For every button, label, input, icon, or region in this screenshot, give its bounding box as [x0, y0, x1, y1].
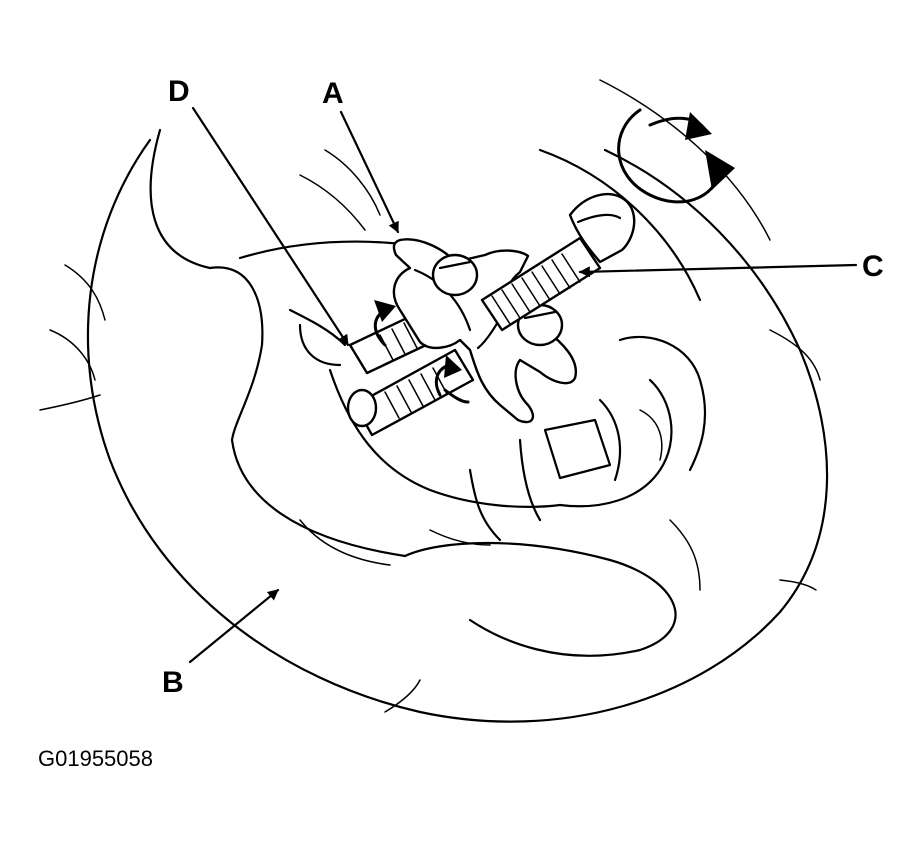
rotation-arrow-bolt-1: [373, 300, 396, 347]
callout-a: A: [322, 77, 344, 110]
leader-lines: [188, 106, 858, 664]
leader-b: [188, 588, 280, 664]
leader-a: [339, 110, 400, 234]
puller-bolts-front: [431, 253, 564, 347]
rotation-arrow-large: [617, 108, 735, 204]
steering-wheel-rim: [39, 79, 829, 723]
center-screw: [480, 192, 636, 332]
leader-d: [191, 106, 350, 347]
callout-b: B: [162, 666, 184, 699]
figure-id: G01955058: [38, 746, 153, 771]
callout-c: C: [862, 250, 884, 283]
leader-c: [578, 263, 858, 278]
callout-d: D: [168, 75, 190, 108]
rotation-arrow-bolt-2: [434, 355, 470, 404]
